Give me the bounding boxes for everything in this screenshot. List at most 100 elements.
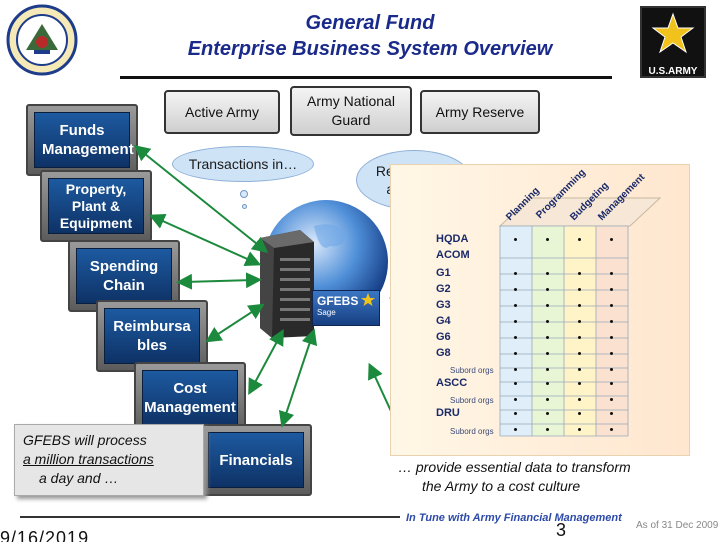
left-note-line-2: a million transactions (23, 451, 154, 467)
matrix-cell-dot (514, 336, 517, 339)
matrix-cell-dot (578, 368, 581, 371)
org-active-army: Active Army (164, 90, 280, 134)
matrix-cell-dot (610, 398, 613, 401)
matrix-cell-dot (546, 352, 549, 355)
module-financials: Financials (200, 424, 312, 496)
module-reimbursables-label: Reimbursables (113, 318, 191, 354)
matrix-cell-dot (546, 428, 549, 431)
matrix-cell-dot (578, 238, 581, 241)
module-property-plant-equipment-label: Property, Plant & Equipment (59, 180, 133, 231)
org-army-reserve: Army Reserve (420, 90, 540, 134)
star-icon (361, 293, 375, 306)
department-of-the-army-seal-icon (6, 4, 78, 76)
title-line-2: Enterprise Business System Overview (187, 38, 553, 60)
org-army-national-guard: Army National Guard (290, 86, 412, 136)
module-financials-label: Financials (219, 451, 293, 469)
matrix-cell-dot (610, 272, 613, 275)
matrix-cell-dot (610, 304, 613, 307)
matrix-cell-dot (514, 320, 517, 323)
matrix-cell-dot (578, 428, 581, 431)
title-line-1: General Fund (305, 12, 435, 34)
matrix-row-subord-orgs: Subord orgs (450, 366, 494, 375)
matrix-cell-dot (514, 352, 517, 355)
title-divider (120, 76, 612, 79)
matrix-row-g2: G2 (436, 283, 451, 295)
us-army-star-logo-icon (644, 10, 702, 58)
matrix-row-acom: ACOM (436, 249, 470, 261)
org-army-national-guard-label: Army National Guard (307, 93, 395, 128)
arrow-reimbursables (205, 303, 265, 343)
matrix-cell-dot (546, 272, 549, 275)
matrix-cell-dot (546, 398, 549, 401)
arrow-property (148, 213, 262, 267)
army-seal-logo (6, 4, 78, 76)
matrix-cell-dot (546, 288, 549, 291)
matrix-row-g4: G4 (436, 315, 451, 327)
matrix-row-dru: DRU (436, 407, 460, 419)
matrix-cell-dot (514, 304, 517, 307)
matrix-row-g8: G8 (436, 347, 451, 359)
matrix-cell-dot (514, 398, 517, 401)
arrow-financials (278, 328, 318, 428)
matrix-row-g1: G1 (436, 267, 451, 279)
matrix-row-g6: G6 (436, 331, 451, 343)
matrix-cell-dot (610, 320, 613, 323)
matrix-cell-dot (514, 382, 517, 385)
matrix-cell-dot (578, 272, 581, 275)
matrix-row-hqda: HQDA (436, 233, 469, 245)
arrow-cost-management (248, 328, 284, 396)
matrix-cell-dot (610, 336, 613, 339)
left-note-line-1: GFEBS will process (23, 432, 147, 448)
matrix-cell-dot (514, 368, 517, 371)
matrix-cell-dot (610, 288, 613, 291)
arrow-funds-management (133, 144, 269, 254)
footer-tagline: In Tune with Army Financial Management (406, 512, 622, 524)
us-army-logo: U.S.ARMY (640, 6, 706, 78)
matrix-cell-dot (514, 272, 517, 275)
matrix-cell-dot (514, 288, 517, 291)
matrix-grid (498, 197, 662, 437)
arrow-spending-chain (176, 272, 262, 290)
matrix-row-ascc: ASCC (436, 377, 468, 389)
right-callout-note: … provide essential data to transform th… (398, 458, 703, 496)
matrix-cell-dot (578, 352, 581, 355)
matrix-cell-dot (578, 288, 581, 291)
matrix-cell-dot (610, 238, 613, 241)
gfebs-badge: GFEBS Sage (312, 290, 380, 326)
left-note-line-3: a day and … (39, 470, 119, 486)
matrix-cell-dot (546, 336, 549, 339)
matrix-cell-dot (514, 428, 517, 431)
matrix-cell-dot (578, 320, 581, 323)
matrix-row-subord-orgs: Subord orgs (450, 427, 494, 436)
matrix-cell-dot (578, 412, 581, 415)
matrix-row-labels: HQDA ACOM G1 G2 G3 G4 G6 G8 Subord orgs … (436, 230, 506, 450)
matrix-cell-dot (578, 304, 581, 307)
module-funds-management: Funds Management (26, 104, 138, 176)
matrix-cell-dot (610, 412, 613, 415)
right-note-line-1: … provide essential data to transform (398, 459, 631, 475)
matrix-cell-dot (546, 382, 549, 385)
matrix-cell-dot (514, 412, 517, 415)
matrix-cell-dot (578, 398, 581, 401)
gfebs-badge-text: GFEBS (317, 294, 359, 308)
matrix-cell-dot (578, 336, 581, 339)
as-of-date: As of 31 Dec 2009 (636, 520, 719, 531)
matrix-cell-dot (546, 304, 549, 307)
right-note-line-2: the Army to a cost culture (422, 478, 581, 494)
module-property-plant-equipment: Property, Plant & Equipment (40, 170, 152, 242)
module-cost-management-label: Cost Management (144, 380, 236, 416)
matrix-cell-dot (546, 412, 549, 415)
org-active-army-label: Active Army (185, 103, 259, 120)
matrix-row-subord-orgs: Subord orgs (450, 396, 494, 405)
matrix-cell-dot (610, 368, 613, 371)
matrix-cell-dot (514, 238, 517, 241)
matrix-row-g3: G3 (436, 299, 451, 311)
slide-date: 9/16/2019 (0, 528, 90, 548)
page-title: General Fund Enterprise Business System … (130, 10, 610, 62)
matrix-cell-dot (610, 428, 613, 431)
org-army-reserve-label: Army Reserve (435, 103, 525, 120)
matrix-cell-dot (546, 320, 549, 323)
matrix-cell-dot (610, 382, 613, 385)
matrix-cell-dot (578, 382, 581, 385)
matrix-cell-dot (546, 238, 549, 241)
